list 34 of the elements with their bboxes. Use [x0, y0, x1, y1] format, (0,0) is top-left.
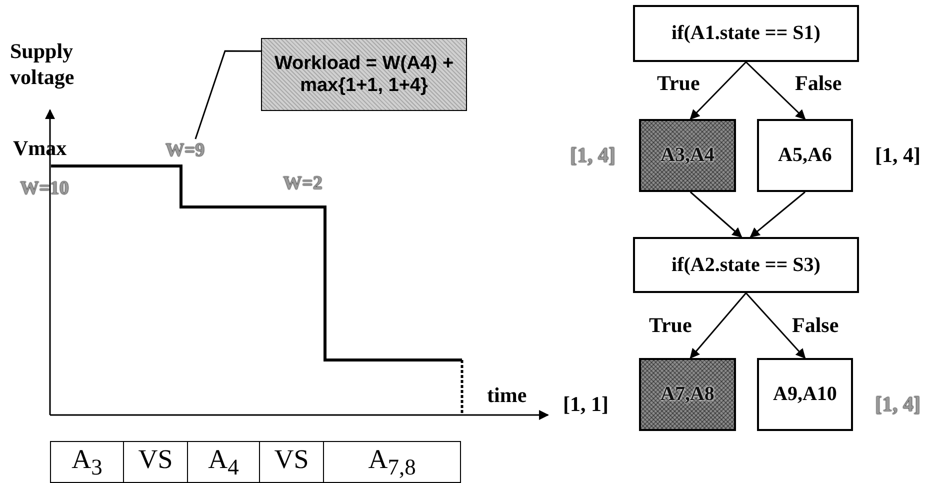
workload-label: W=9	[156, 139, 214, 163]
process-box	[757, 119, 853, 192]
process-box	[639, 358, 736, 431]
box-text: if(A1.state == S1)	[670, 22, 822, 45]
leader-line	[194, 50, 261, 140]
axis-label: Supply voltage	[10, 38, 76, 90]
box-text: A9,A10	[772, 383, 838, 406]
box-text: A7,A8	[660, 383, 716, 406]
formula-box	[261, 38, 467, 111]
arrow	[745, 61, 806, 120]
table-cell: A$_{3}$	[50, 441, 124, 483]
process-box	[639, 119, 736, 192]
range-label: [1, 1]	[563, 393, 608, 416]
range-label: [1, 4]	[875, 144, 920, 168]
arrow	[690, 191, 742, 238]
table-cell: VS	[123, 441, 188, 483]
range-label: [1, 4]	[875, 393, 920, 416]
workload-label: W=2	[283, 174, 322, 195]
box-text: A3,A4	[660, 144, 716, 167]
arrow	[745, 292, 806, 359]
process-box	[757, 358, 853, 431]
range-label: [1, 4]	[570, 144, 616, 168]
box-text: Workload = W(A4) + max{1+1, 1+4}	[273, 52, 455, 96]
axis-label: time	[487, 384, 527, 408]
condition-box	[633, 237, 859, 293]
table-cell: VS	[259, 441, 324, 483]
table-cell: A$_{4}$	[187, 441, 260, 483]
box-text: A5,A6	[777, 144, 833, 167]
table-cell: A$_{7,8}$	[323, 441, 461, 483]
arrow	[690, 292, 747, 359]
box-text: if(A2.state == S3)	[670, 254, 822, 276]
arrow	[690, 61, 747, 120]
arrow	[750, 191, 806, 238]
condition-box	[633, 5, 859, 62]
